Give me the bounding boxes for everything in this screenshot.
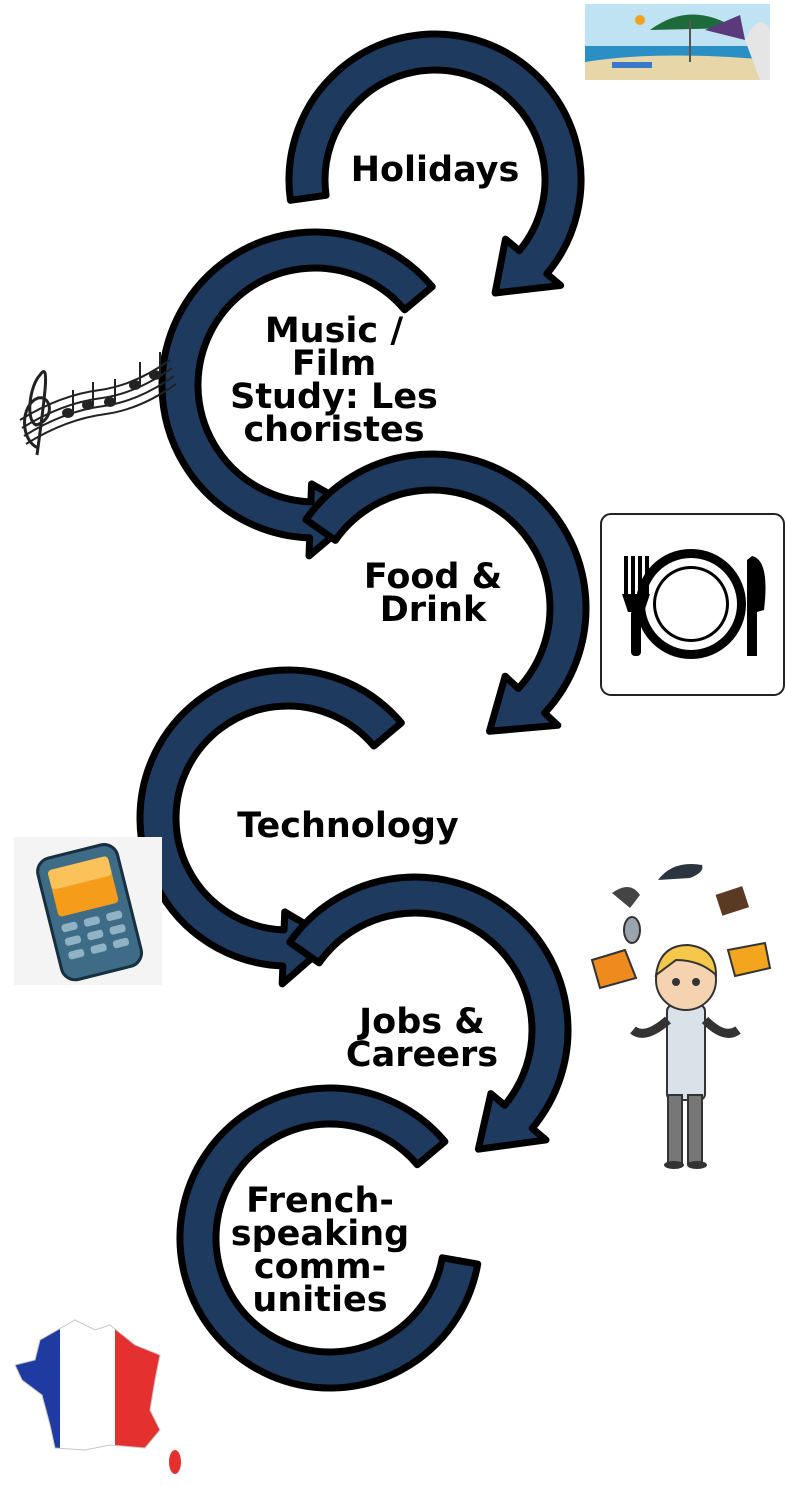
topic-food-drink: Food & Drink <box>344 557 522 630</box>
topic-technology: Technology <box>220 806 476 846</box>
topic-jobs-careers: Jobs & Careers <box>332 1002 512 1075</box>
mobile-phone-icon <box>14 837 162 985</box>
topic-line: Technology <box>237 806 459 846</box>
arrow-food-drink <box>302 450 590 735</box>
topic-line: unities <box>252 1280 388 1320</box>
topic-french-speaking: French- speaking comm- unities <box>230 1181 410 1320</box>
music-notes-icon <box>19 352 177 456</box>
topic-holidays: Holidays <box>340 150 530 190</box>
beach-icon <box>585 4 770 80</box>
topic-line: Drink <box>379 590 487 630</box>
arrow-jobs-careers <box>286 873 572 1153</box>
plate-cutlery-icon <box>600 513 785 696</box>
arrow-holidays <box>285 30 585 297</box>
topic-line: Study: Les <box>230 377 438 417</box>
arrow-technology <box>136 666 405 988</box>
topic-line: Food & <box>363 557 503 597</box>
topic-music-film: Music / Film Study: Les choristes <box>224 311 444 450</box>
topic-line: speaking <box>230 1214 410 1254</box>
france-flag-map-icon <box>14 1319 181 1474</box>
topic-line: Jobs & <box>359 1002 485 1042</box>
topic-line: Music / <box>264 311 404 351</box>
topic-line: French- <box>246 1181 394 1221</box>
topic-line: comm- <box>253 1247 387 1287</box>
topic-line: Holidays <box>350 150 520 190</box>
topic-line: Film <box>291 344 377 384</box>
topic-line: Careers <box>345 1035 499 1075</box>
career-choices-icon <box>590 864 772 1169</box>
topic-line: choristes <box>243 410 425 450</box>
arrow-french-speaking <box>176 1084 482 1392</box>
arrow-music-film <box>158 228 436 560</box>
